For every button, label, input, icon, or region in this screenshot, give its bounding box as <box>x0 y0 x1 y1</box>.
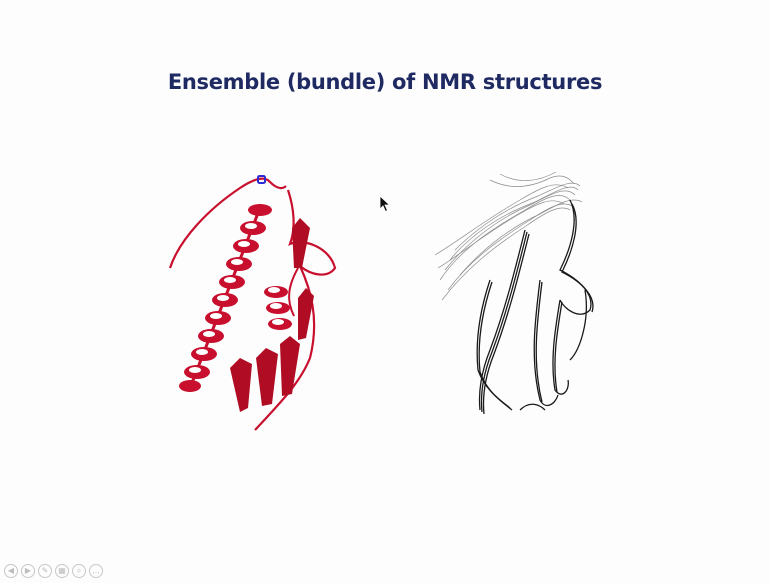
previous-slide-button[interactable]: ◀ <box>4 564 18 578</box>
pen-tool-button[interactable]: ✎ <box>38 564 52 578</box>
zoom-button[interactable]: ⌕ <box>72 564 86 578</box>
presentation-controls: ◀ ▶ ✎ ▦ ⌕ … <box>4 564 103 580</box>
next-slide-button[interactable]: ▶ <box>21 564 35 578</box>
helix-short <box>264 286 292 330</box>
protein-ribbon-figure <box>160 168 350 440</box>
bundle-flexible-terminus <box>435 172 582 300</box>
nmr-bundle-figure <box>430 160 610 430</box>
ribbon-loop-cross <box>289 268 298 316</box>
slide-title: Ensemble (bundle) of NMR structures <box>0 70 770 94</box>
more-icon: … <box>92 567 100 575</box>
zoom-icon: ⌕ <box>77 567 81 575</box>
slides-grid-icon: ▦ <box>58 567 66 575</box>
more-options-button[interactable]: … <box>89 564 103 578</box>
pen-icon: ✎ <box>42 567 49 575</box>
bundle-core <box>477 200 593 414</box>
next-icon: ▶ <box>25 567 31 575</box>
see-all-slides-button[interactable]: ▦ <box>55 564 69 578</box>
previous-icon: ◀ <box>8 567 14 575</box>
mouse-cursor-icon <box>379 195 391 213</box>
ribbon-loop-top <box>170 179 286 268</box>
